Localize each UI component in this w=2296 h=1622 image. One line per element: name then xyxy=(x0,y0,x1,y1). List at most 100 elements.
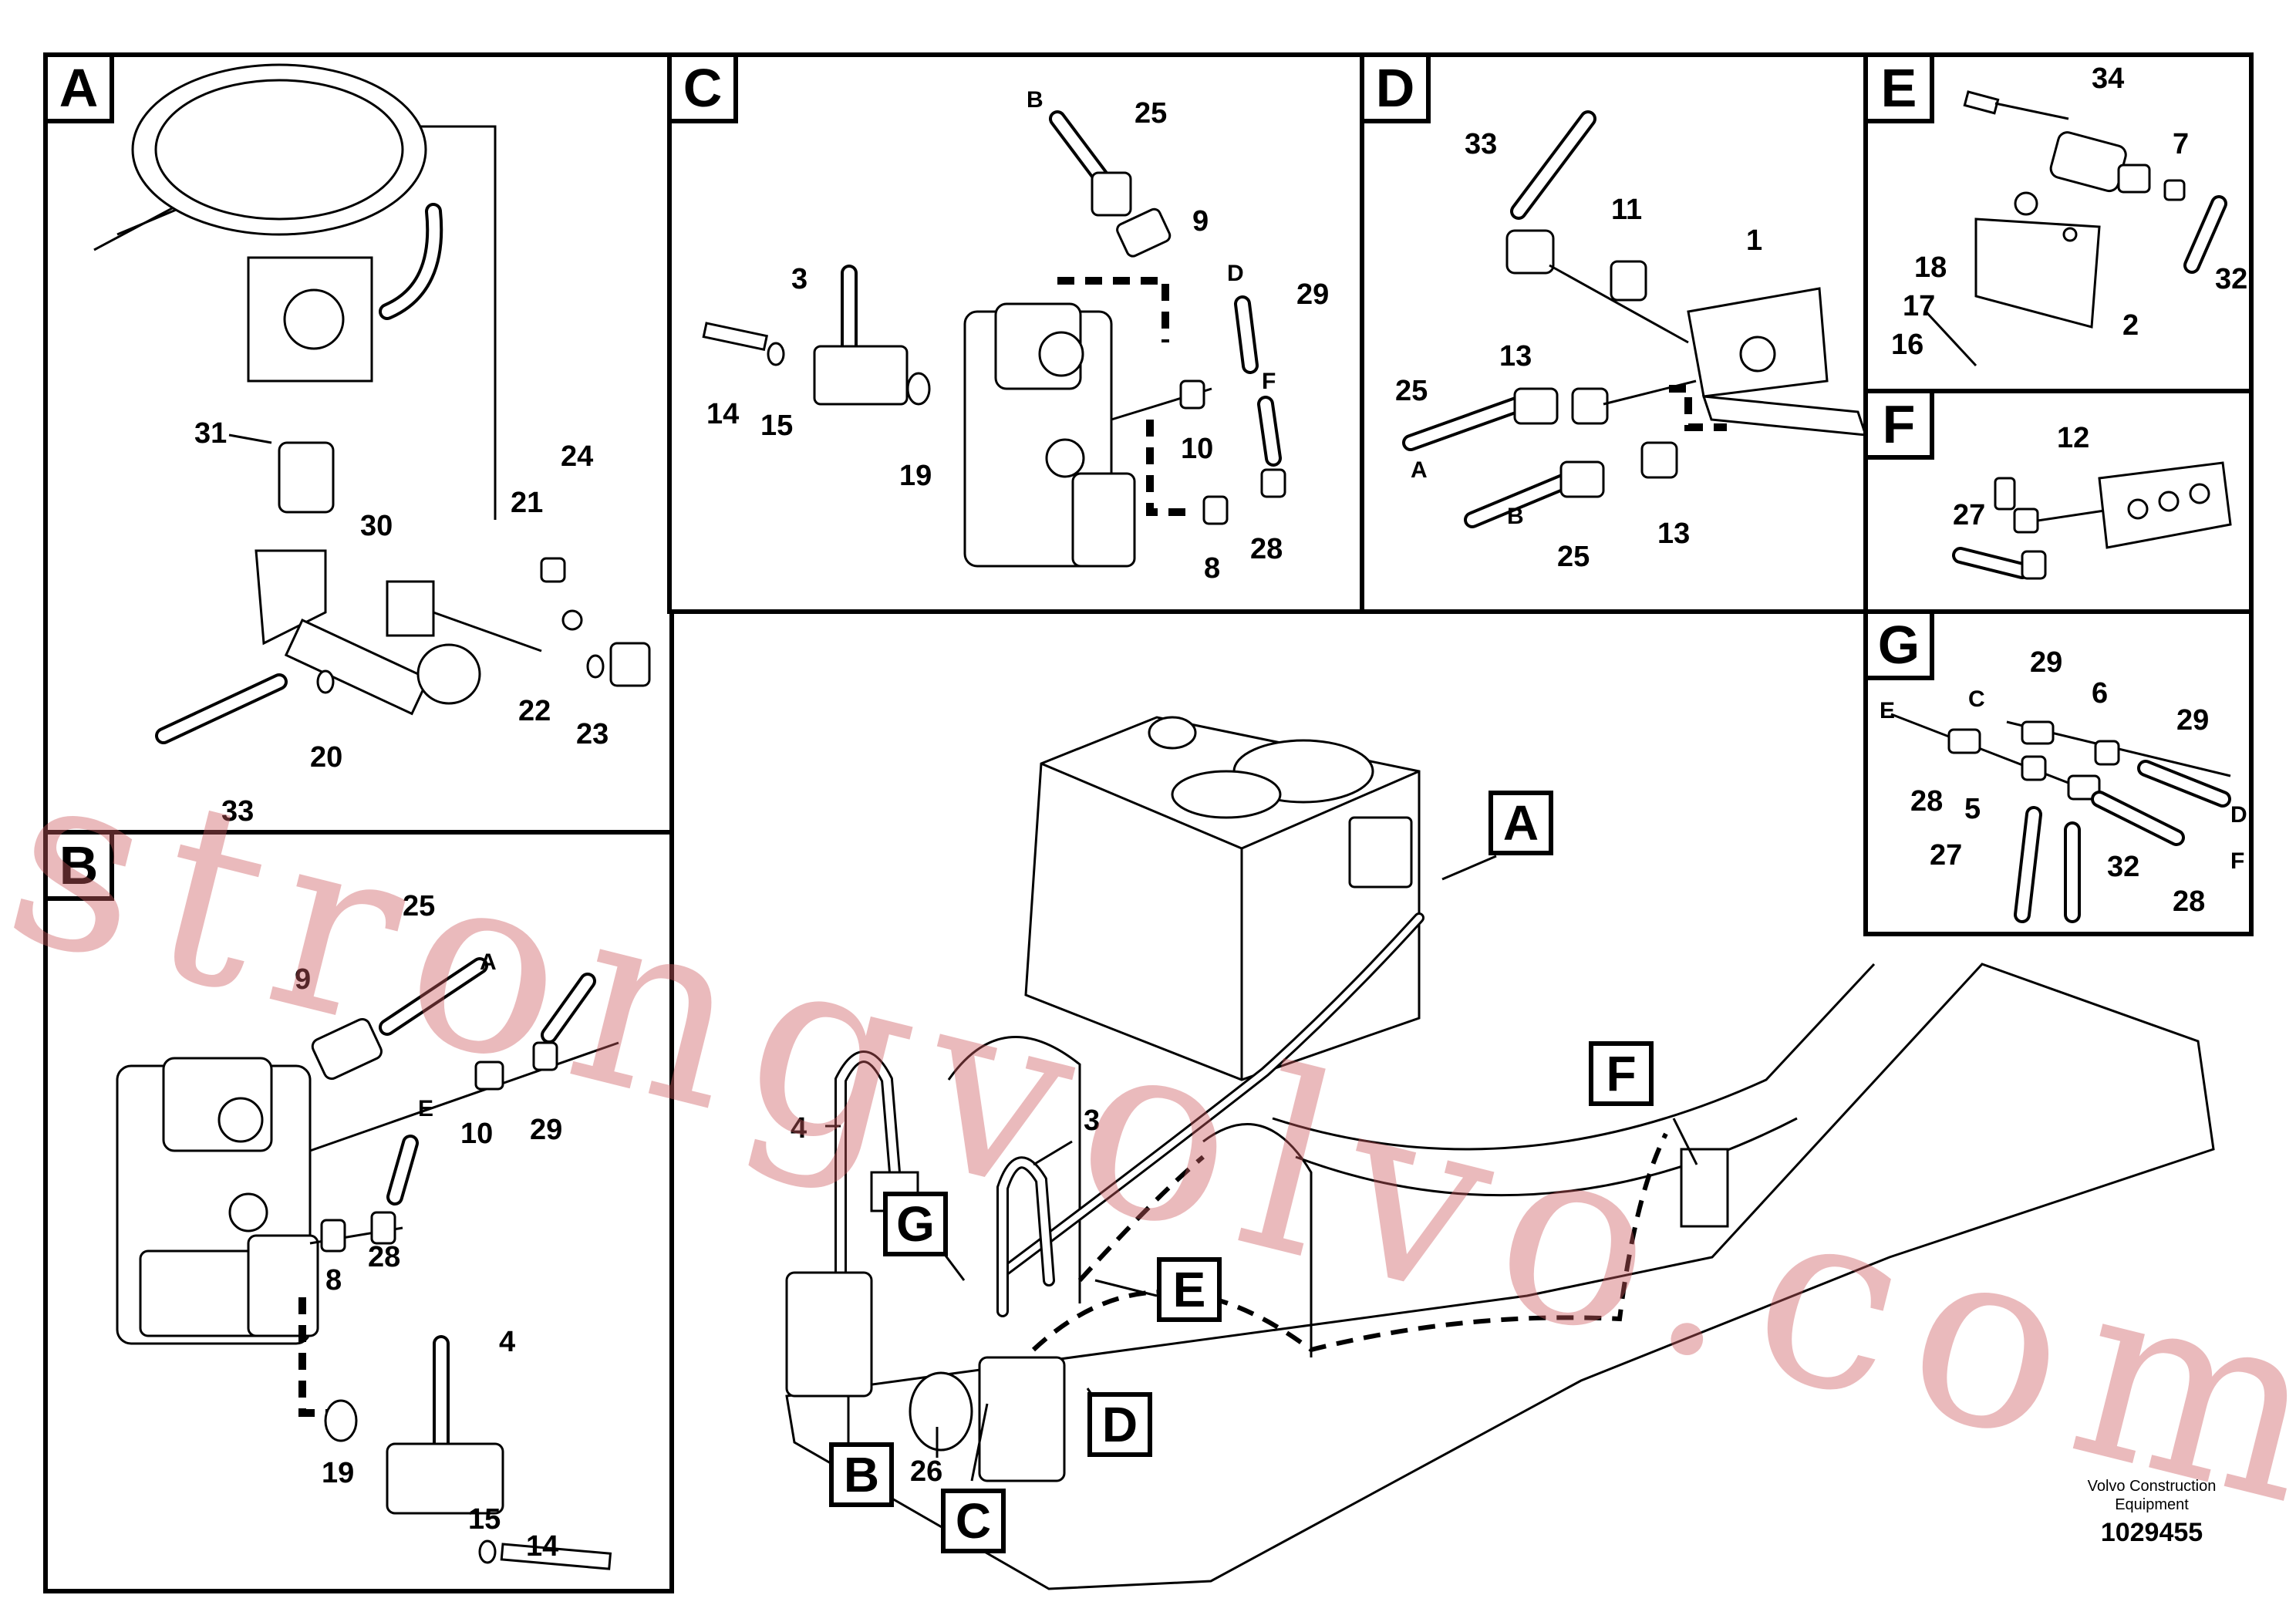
label-19: 19 xyxy=(899,460,932,492)
elbow-30 xyxy=(255,549,327,646)
label-13b: 13 xyxy=(1657,518,1690,550)
label-12: 12 xyxy=(2057,422,2089,454)
label-2: 2 xyxy=(2122,309,2139,342)
panel-b-drawing: 25 A 9 10 29 E 8 28 4 19 15 14 xyxy=(116,890,619,1570)
label-10: 10 xyxy=(460,1118,493,1150)
letter-c: C xyxy=(1968,686,1985,712)
callout-g[interactable]: G xyxy=(883,1192,948,1256)
panel-c-drawing: B 25 9 3 14 15 19 10 8 28 29 D F xyxy=(702,87,1329,585)
label-29: 29 xyxy=(530,1114,562,1146)
label-28: 28 xyxy=(1250,533,1283,565)
label-15: 15 xyxy=(468,1503,501,1536)
label-7: 7 xyxy=(2173,128,2189,160)
tee-6 xyxy=(2094,740,2120,766)
panel-f-tag: F xyxy=(1868,393,1934,460)
label-28a: 28 xyxy=(1910,785,1943,818)
label-14: 14 xyxy=(526,1530,558,1563)
letter-b: B xyxy=(1027,87,1043,113)
letter-a: A xyxy=(480,949,497,975)
label-8: 8 xyxy=(325,1264,342,1297)
label-19: 19 xyxy=(322,1457,354,1489)
fitting-9 xyxy=(311,1017,383,1081)
label-13a: 13 xyxy=(1499,340,1532,373)
label-32: 32 xyxy=(2107,851,2139,883)
main-label-3: 3 xyxy=(1084,1104,1100,1137)
panel-f-drawing: 12 27 xyxy=(1952,422,2232,580)
panel-d: 33 11 1 13 25 A B 13 25 D xyxy=(1360,52,1869,614)
hydraulic-tank xyxy=(1024,716,1421,1081)
sensor-34 xyxy=(2049,131,2127,193)
callout-a[interactable]: A xyxy=(1489,791,1553,855)
label-21: 21 xyxy=(511,487,543,519)
label-34: 34 xyxy=(2092,62,2124,95)
label-24: 24 xyxy=(561,440,593,473)
tee-12 xyxy=(2013,508,2039,534)
company-line-2: Equipment xyxy=(2115,1496,2189,1513)
adapter-11 xyxy=(1610,260,1647,302)
label-10: 10 xyxy=(1181,433,1213,465)
label-22: 22 xyxy=(518,695,551,727)
callout-f[interactable]: F xyxy=(1589,1041,1654,1106)
label-25: 25 xyxy=(403,890,435,922)
panel-c: B 25 9 3 14 15 19 10 8 28 29 D F C xyxy=(667,52,1364,614)
letter-e: E xyxy=(1880,698,1895,723)
panel-e-drawing: 34 7 18 17 16 2 32 xyxy=(1891,62,2247,367)
panel-b: 25 A 9 10 29 E 8 28 4 19 15 14 B xyxy=(43,830,674,1593)
label-9: 9 xyxy=(295,963,311,996)
label-11: 11 xyxy=(1611,194,1642,226)
letter-d: D xyxy=(2230,802,2247,828)
panel-a-drawing: 31 30 21 24 22 23 20 33 xyxy=(93,63,651,828)
flange-block xyxy=(247,256,373,383)
elbow-33 xyxy=(1505,229,1555,275)
label-27: 27 xyxy=(1930,839,1962,872)
panel-g: 29 6 C E 29 28 5 D 27 32 F 28 G xyxy=(1863,609,2254,936)
letter-f: F xyxy=(2230,848,2244,874)
fitting-25 xyxy=(1091,171,1132,217)
panel-g-tag: G xyxy=(1868,614,1934,680)
callout-e[interactable]: E xyxy=(1157,1257,1222,1322)
letter-e: E xyxy=(418,1096,433,1121)
letter-b: B xyxy=(1507,504,1524,529)
flange-3 xyxy=(813,345,909,406)
panel-f: 12 27 F xyxy=(1863,389,2254,614)
label-31: 31 xyxy=(194,417,227,450)
company-name: Volvo Construction Equipment xyxy=(2075,1477,2229,1514)
panel-a-tag: A xyxy=(48,57,114,123)
label-28b: 28 xyxy=(2173,885,2205,918)
callout-d[interactable]: D xyxy=(1087,1392,1152,1457)
letter-a: A xyxy=(1411,457,1428,483)
main-plate-f xyxy=(1680,1148,1729,1228)
panel-d-tag: D xyxy=(1364,57,1431,123)
label-9: 9 xyxy=(1192,205,1209,238)
nut-24 xyxy=(540,557,566,583)
label-30: 30 xyxy=(360,510,393,542)
panel-e: 34 7 18 17 16 2 32 E xyxy=(1863,52,2254,393)
label-15: 15 xyxy=(760,410,793,442)
label-8: 8 xyxy=(1204,552,1220,585)
fitting-9 xyxy=(1116,207,1172,258)
label-4: 4 xyxy=(499,1326,515,1358)
label-25b: 25 xyxy=(1557,541,1590,573)
label-29: 29 xyxy=(1296,278,1329,311)
label-14: 14 xyxy=(706,398,739,430)
label-1: 1 xyxy=(1746,224,1762,257)
plug-23 xyxy=(609,642,651,687)
label-33: 33 xyxy=(1465,128,1497,160)
flange-4 xyxy=(386,1442,504,1515)
label-16: 16 xyxy=(1891,329,1923,361)
panel-g-drawing: 29 6 C E 29 28 5 D 27 32 F 28 xyxy=(1880,646,2247,923)
label-28: 28 xyxy=(368,1241,400,1273)
main-valve-left xyxy=(785,1271,873,1398)
panel-c-tag: C xyxy=(672,57,738,123)
panel-a: 31 30 21 24 22 23 20 33 A xyxy=(43,52,674,835)
drawing-number: 1029455 xyxy=(2100,1518,2203,1547)
fitting-31 xyxy=(278,441,335,514)
panel-d-drawing: 33 11 1 13 25 A B 13 25 xyxy=(1395,110,1864,573)
callout-b[interactable]: B xyxy=(829,1442,894,1507)
label-5: 5 xyxy=(1964,793,1981,825)
main-label-4: 4 xyxy=(791,1112,807,1145)
label-29a: 29 xyxy=(2030,646,2062,679)
label-17: 17 xyxy=(1903,290,1935,322)
main-valve-right xyxy=(978,1356,1066,1482)
callout-c[interactable]: C xyxy=(941,1489,1006,1553)
